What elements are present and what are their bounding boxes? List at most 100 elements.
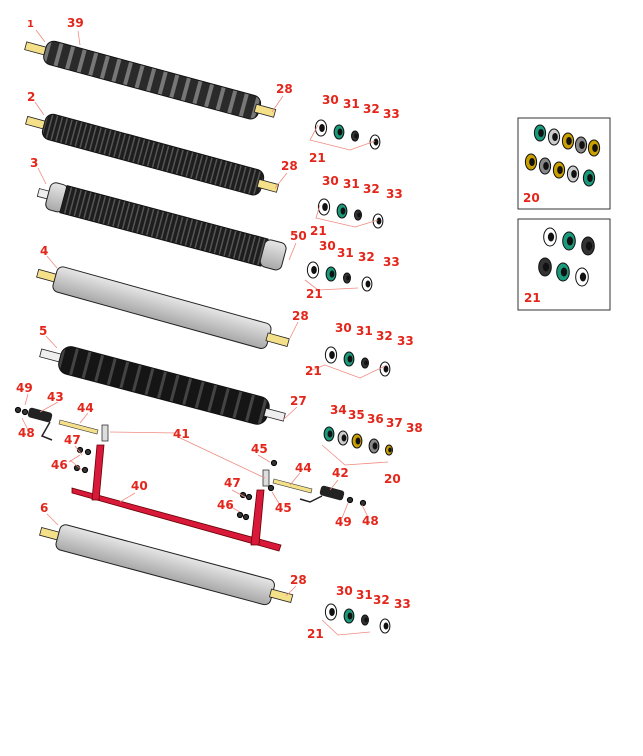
- nut-icon: [81, 466, 89, 474]
- bearing-ring: [379, 618, 391, 634]
- roller-body: [52, 266, 272, 349]
- nut-icon: [242, 513, 250, 521]
- callout: 1: [27, 19, 34, 30]
- callout: 21: [307, 627, 324, 641]
- shaft-right: [256, 178, 280, 193]
- callout: 47: [224, 476, 241, 490]
- callout: 39: [67, 16, 84, 30]
- bearing-ring: [369, 134, 381, 150]
- callout: 30: [322, 174, 339, 188]
- callout: 35: [348, 408, 365, 422]
- roller-1-spiral[interactable]: [23, 34, 278, 125]
- end-cap: [259, 239, 287, 271]
- callout: 28: [281, 159, 298, 173]
- nut-icon: [14, 406, 22, 414]
- callout: 33: [383, 107, 400, 121]
- bearing-ring: [582, 169, 596, 187]
- callout: 30: [319, 239, 336, 253]
- callout: 31: [343, 177, 360, 191]
- callout: 34: [330, 403, 347, 417]
- callout: 46: [217, 498, 234, 512]
- bearing-ring: [379, 361, 391, 377]
- nut-icon: [84, 448, 92, 456]
- bearing-ring: [361, 614, 369, 626]
- bearing-ring: [361, 357, 369, 369]
- bearing-ring: [306, 261, 320, 279]
- callout: 46: [51, 458, 68, 472]
- shaft-right: [253, 103, 277, 118]
- callout: 30: [336, 584, 353, 598]
- callout: 33: [386, 187, 403, 201]
- clamp-41-left: [101, 424, 109, 442]
- nut-icon: [346, 496, 354, 504]
- bearing-ring: [361, 276, 373, 292]
- bracket-right: [250, 489, 265, 546]
- callout: 38: [406, 421, 423, 435]
- bearing-ring: [547, 128, 561, 146]
- bearing-ring: [562, 231, 576, 251]
- nut-icon: [245, 493, 253, 501]
- nut-icon: [270, 459, 278, 467]
- bearing-ring: [533, 124, 547, 142]
- bearing-ring: [337, 430, 349, 446]
- roller-body: [59, 184, 269, 267]
- bearing-ring: [543, 227, 557, 247]
- callout: 48: [18, 426, 35, 440]
- callout: 3: [30, 156, 38, 170]
- bearing-ring: [561, 132, 575, 150]
- bracket-left: [91, 444, 105, 501]
- callout: 6: [40, 501, 48, 515]
- bearing-ring: [587, 139, 601, 157]
- bearing-ring: [538, 157, 552, 175]
- callout: 31: [337, 246, 354, 260]
- shaft-right: [265, 332, 290, 348]
- clamp-41-right: [262, 469, 270, 487]
- shaft-right: [268, 588, 294, 603]
- callout: 36: [367, 412, 384, 426]
- handle-right: [299, 495, 323, 503]
- bearing-ring: [538, 257, 552, 277]
- callout: 40: [131, 479, 148, 493]
- callout: 42: [332, 466, 349, 480]
- roller-4-smooth[interactable]: [34, 261, 291, 356]
- bearing-sets: [306, 119, 393, 634]
- shaft-44-left: [58, 419, 99, 435]
- roller-2-grooved[interactable]: [23, 108, 281, 201]
- roller-6-smooth[interactable]: [37, 519, 295, 611]
- bearing-ring: [343, 272, 351, 284]
- bearing-ring: [368, 438, 380, 454]
- roller-5-wiehle[interactable]: [37, 339, 288, 430]
- roller-3-grooved[interactable]: [35, 179, 288, 271]
- callout: 32: [358, 250, 375, 264]
- roller-bar-assembly[interactable]: [27, 407, 345, 552]
- bar-40: [71, 487, 282, 552]
- kit-21-label: 21: [524, 291, 541, 305]
- callout: 2: [27, 90, 35, 104]
- hardware-nuts: [14, 406, 367, 521]
- shaft-44-right: [272, 478, 313, 494]
- roller-body: [43, 40, 262, 120]
- kit-20-label: 20: [523, 191, 540, 205]
- callout: 21: [310, 224, 327, 238]
- shaft-right: [263, 407, 286, 422]
- bearing-ring: [574, 136, 588, 154]
- callout: 43: [47, 390, 64, 404]
- bearing-ring: [372, 213, 384, 229]
- callout: 32: [373, 593, 390, 607]
- callout: 31: [356, 588, 373, 602]
- callout: 44: [77, 401, 94, 415]
- bearing-ring: [566, 165, 580, 183]
- callout: 20: [384, 472, 401, 486]
- bearing-ring: [317, 198, 331, 216]
- bearing-ring: [524, 153, 538, 171]
- bearing-ring: [581, 236, 595, 256]
- bearing-ring: [351, 433, 363, 449]
- callout: 41: [173, 427, 190, 441]
- callout: 45: [275, 501, 292, 515]
- handle-left: [40, 421, 53, 441]
- callout: 44: [295, 461, 312, 475]
- bearing-ring: [343, 351, 355, 367]
- callout: 30: [335, 321, 352, 335]
